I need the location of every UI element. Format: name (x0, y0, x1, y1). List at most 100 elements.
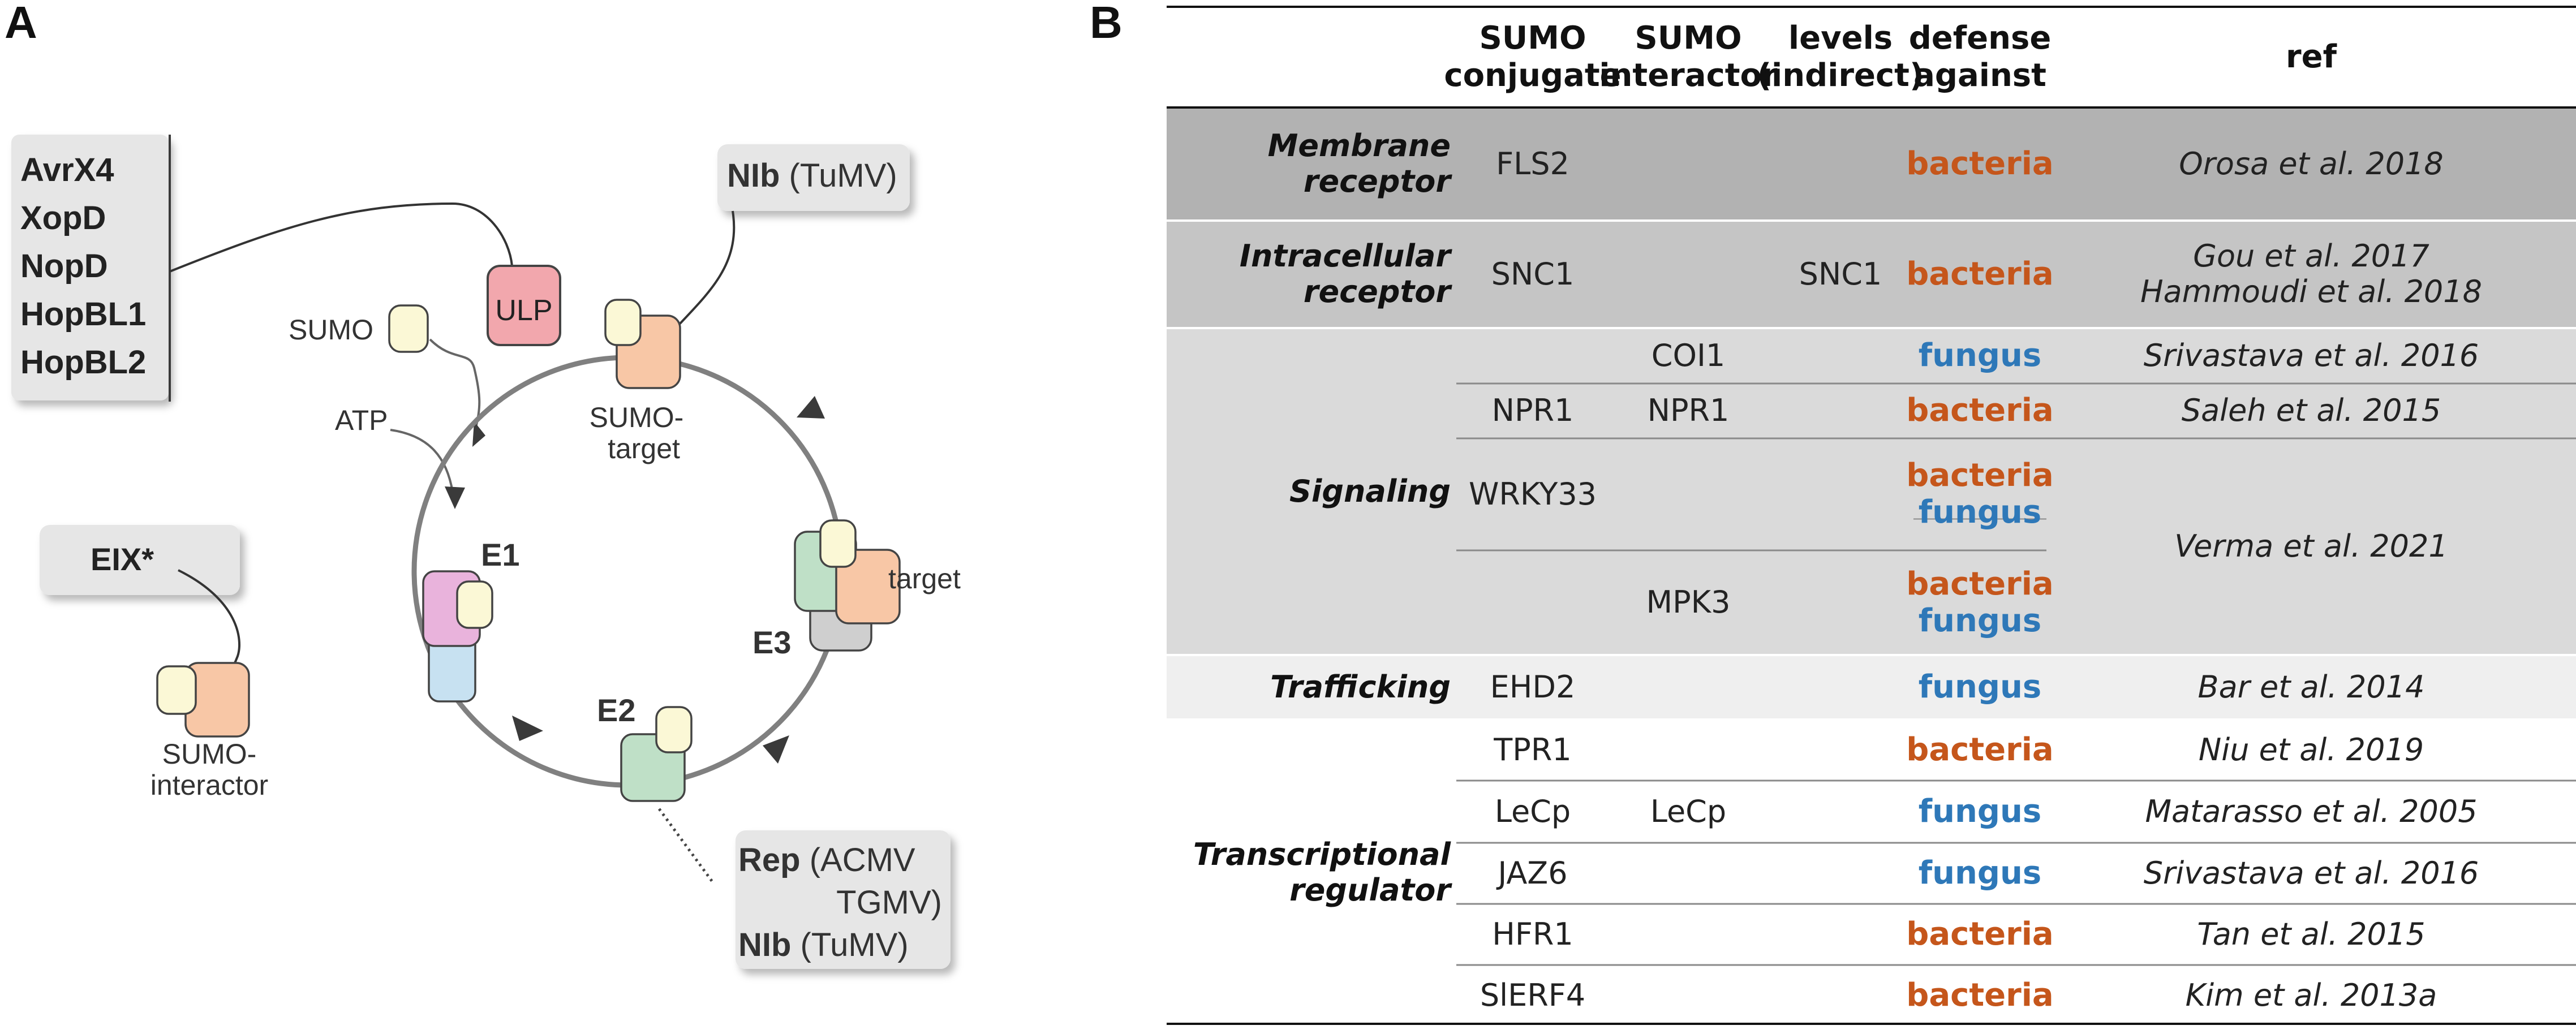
interactor-cell (1609, 107, 1767, 221)
defense-bacteria: bacteria (1906, 457, 2054, 494)
rep-line-2: TGMV) (836, 884, 942, 921)
defense-bacteria: bacteria (1906, 915, 2054, 953)
defense-cell: bacteria (1906, 384, 2053, 438)
defense-cell: bacteria (1906, 221, 2053, 328)
levels-cell (1767, 965, 1913, 1026)
effector-nopd: NopD (20, 248, 108, 285)
ref-cell: Orosa et al. 2018 (2179, 145, 2444, 182)
effector-ulp-connector (169, 202, 513, 273)
effector-xopd: XopD (20, 200, 106, 236)
conjugate-cell: FLS2 (1496, 145, 1569, 182)
header-5: ref (2286, 38, 2337, 75)
sumo-target-label-1: SUMO- (590, 402, 684, 433)
ref-cell: Srivastava et al. 2016 (2143, 337, 2479, 373)
ulp-shape (487, 265, 561, 346)
conjugate-cell: SNC1 (1491, 256, 1575, 292)
interactor-cell: COI1 (1651, 337, 1726, 373)
category-band-1 (1167, 221, 2576, 328)
ref-cell: Niu et al. 2019 (2198, 731, 2424, 768)
conjugate-cell (1456, 550, 1609, 655)
ref-cell: Tan et al. 2015 (2197, 916, 2426, 952)
e3-label: E3 (752, 624, 792, 660)
conjugate-cell: NPR1 (1491, 393, 1574, 429)
defense-fungus: fungus (1918, 792, 2042, 830)
defense-cell: fungus (1913, 328, 2046, 384)
interactor-cell (1609, 904, 1767, 965)
eix-label: EIX* (91, 541, 154, 577)
ref-cell: Bar et al. 2014 (2197, 669, 2425, 705)
defense-fungus: fungus (1918, 337, 2042, 374)
e1-label: E1 (481, 537, 520, 572)
conjugate-cell: EHD2 (1490, 669, 1576, 705)
panel-b-letter: B (1090, 0, 1123, 48)
interactor-cell (1609, 965, 1767, 1026)
levels-cell (1767, 904, 1913, 965)
defense-bacteria: bacteria (1906, 255, 2054, 292)
defense-cell: bacteria (1906, 107, 2053, 221)
sumo-label: SUMO (289, 314, 373, 346)
levels-cell (1767, 550, 1913, 655)
conjugate-cell: TPR1 (1494, 731, 1572, 768)
ref-cell: Matarasso et al. 2005 (2145, 793, 2478, 829)
levels-cell (1767, 438, 1913, 550)
category-band-0 (1167, 107, 2576, 221)
defense-cell: fungus (1913, 655, 2046, 720)
defense-cell: bacteria (1906, 720, 2053, 781)
defense-cell: bacteria (1906, 965, 2053, 1026)
category-band-2 (1167, 328, 2576, 655)
atp-label: ATP (335, 404, 388, 436)
levels-cell (1767, 655, 1913, 720)
levels-cell (1767, 720, 1913, 781)
interactor-cell (1609, 720, 1767, 781)
panel-a-letter: A (5, 0, 37, 48)
interactor-cell (1609, 655, 1767, 720)
defense-fungus: fungus (1918, 854, 2042, 891)
levels-cell: SNC1 (1799, 256, 1882, 292)
levels-cell (1767, 384, 1913, 438)
defense-cell: fungus (1913, 843, 2046, 904)
header-3: levels(indirect) (1757, 19, 1924, 94)
defense-bacteria: bacteria (1906, 731, 2054, 768)
ref-cell: Kim et al. 2013a (2185, 977, 2437, 1013)
defense-cell: bacteria (1906, 904, 2053, 965)
nlb-top-box (717, 144, 910, 211)
levels-cell (1767, 328, 1913, 384)
interactor-cell (1609, 221, 1767, 328)
rep-box (736, 830, 951, 969)
ref-cell: Srivastava et al. 2016 (2143, 855, 2479, 891)
defense-bacteria: bacteria (1906, 976, 2054, 1014)
levels-cell (1767, 843, 1913, 904)
conjugate-cell (1456, 328, 1609, 384)
e2-rep-connector (657, 808, 715, 884)
ref-cell: Saleh et al. 2015 (2181, 393, 2441, 429)
interactor-cell: MPK3 (1646, 584, 1731, 621)
defense-fungus: fungus (1918, 602, 2042, 639)
conjugate-cell: JAZ6 (1498, 855, 1568, 891)
defense-bacteria: bacteria (1906, 392, 2054, 429)
ref-cell: Verma et al. 2021 (2174, 528, 2448, 565)
e2-label: E2 (597, 692, 636, 728)
category-label-3: Trafficking (1270, 669, 1451, 705)
defense-fungus: fungus (1918, 668, 2042, 705)
effector-hopbl2: HopBL2 (20, 344, 146, 381)
nlb-top-label: NIb (TuMV) (727, 157, 897, 194)
sumo-cycle-svg: AvrX4 XopD NopD HopBL1 HopBL2 ULP SUMO A… (11, 135, 961, 969)
sumo-interactor-label-1: SUMO- (162, 738, 257, 770)
target-label: target (888, 563, 961, 594)
interactor-cell (1609, 438, 1767, 550)
conjugate-cell: SlERF4 (1480, 977, 1586, 1013)
defense-fungus: fungus (1918, 494, 2042, 531)
panel-a-diagram: A AvrX4 XopD NopD HopBL1 HopBL2 ULP (0, 0, 1075, 1031)
effector-hopbl1: HopBL1 (20, 296, 146, 333)
interactor-cell (1609, 843, 1767, 904)
table-grid (1167, 6, 2576, 1026)
